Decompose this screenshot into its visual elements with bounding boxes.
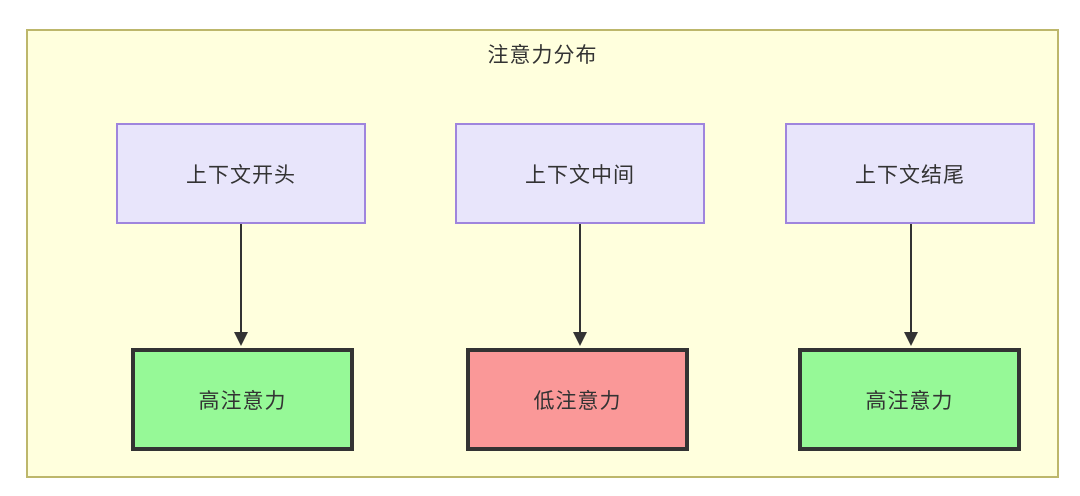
node-low-attention-middle[interactable]: 低注意力 [466,348,689,451]
subgraph-title: 注意力分布 [487,44,598,67]
attention-distribution-subgraph: 注意力分布 上下文开头 上下文中间 上下文结尾 高注意力 低 [26,29,1059,478]
node-high-attention-start-label: 高注意力 [198,389,287,413]
edge-line [579,224,581,336]
node-high-attention-end[interactable]: 高注意力 [798,348,1021,451]
edge-line [910,224,912,336]
edge-context-end-to-high-attention [904,224,918,348]
node-high-attention-start[interactable]: 高注意力 [131,348,354,451]
arrowhead-icon [904,332,918,346]
node-context-end[interactable]: 上下文结尾 [785,123,1035,224]
edge-context-beginning-to-high-attention [234,224,248,348]
node-context-end-label: 上下文结尾 [855,163,965,187]
node-low-attention-middle-label: 低注意力 [533,389,622,413]
node-context-beginning[interactable]: 上下文开头 [116,123,366,224]
edge-context-middle-to-low-attention [573,224,587,348]
arrowhead-icon [573,332,587,346]
node-high-attention-end-label: 高注意力 [865,389,954,413]
node-context-middle-label: 上下文中间 [525,163,635,187]
node-context-middle[interactable]: 上下文中间 [455,123,705,224]
arrowhead-icon [234,332,248,346]
edge-line [240,224,242,336]
node-context-beginning-label: 上下文开头 [186,163,296,187]
